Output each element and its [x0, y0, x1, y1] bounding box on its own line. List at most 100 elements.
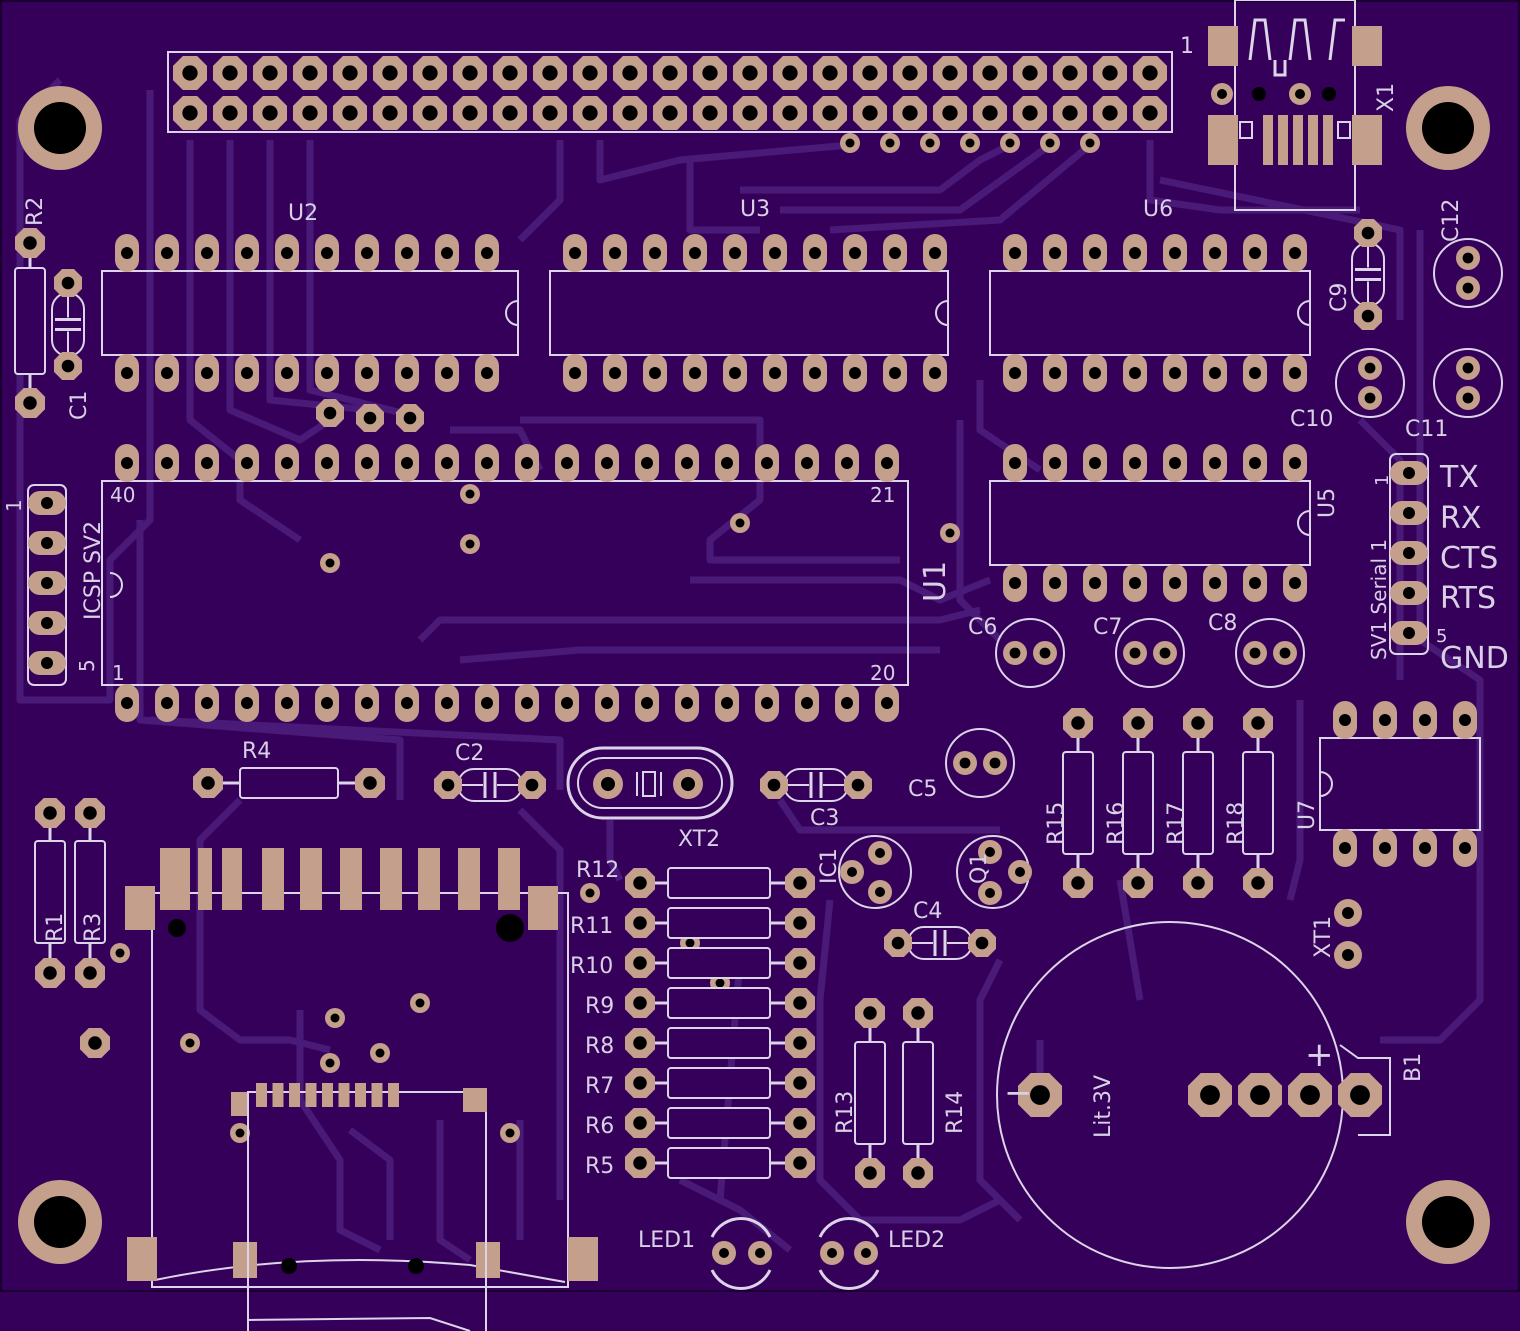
cap-outline	[995, 618, 1065, 688]
label-c7: C7	[1093, 615, 1122, 640]
chip-body	[989, 270, 1311, 356]
sd-contact	[300, 848, 322, 910]
cap-c1	[51, 269, 85, 380]
drill	[1403, 547, 1415, 559]
sd-contact	[380, 848, 402, 910]
drill	[481, 247, 493, 259]
drill	[601, 457, 613, 469]
drill	[945, 528, 955, 538]
battery-holder-b1	[996, 921, 1391, 1269]
drill	[793, 1116, 807, 1130]
drill	[1191, 876, 1205, 890]
drill	[782, 65, 798, 81]
ecap-c8	[1235, 618, 1305, 688]
drill	[281, 247, 293, 259]
label-gnd: GND	[1440, 641, 1509, 676]
label-sv1-pin5: 5	[1436, 626, 1447, 647]
drill	[1030, 1085, 1050, 1105]
resistor-r2	[14, 228, 46, 418]
drill	[1403, 507, 1415, 519]
drill	[525, 778, 539, 792]
label-u2: U2	[288, 201, 318, 226]
drill	[1049, 577, 1061, 589]
microsd-contact	[256, 1083, 267, 1107]
drill	[1462, 252, 1474, 264]
drill	[441, 247, 453, 259]
drill	[761, 457, 773, 469]
resistor-r15	[1062, 708, 1094, 898]
label-r14: R14	[943, 1091, 968, 1134]
resistors	[14, 228, 1274, 1188]
drill	[415, 998, 425, 1008]
drill	[281, 457, 293, 469]
label-r15: R15	[1044, 802, 1069, 845]
label-u7: U7	[1295, 800, 1320, 830]
drill	[121, 697, 133, 709]
drill	[330, 1013, 340, 1023]
drill	[641, 697, 653, 709]
drill	[1459, 714, 1471, 726]
micro-sd-slot	[231, 1083, 487, 1331]
drill	[1403, 587, 1415, 599]
drill	[1419, 714, 1431, 726]
sd-contact	[262, 848, 284, 910]
drill	[41, 577, 53, 589]
chip-notch	[935, 300, 949, 326]
pin-header-2x25	[167, 51, 1173, 153]
drill	[41, 657, 53, 669]
drill	[382, 105, 398, 121]
label-r7: R7	[585, 1074, 614, 1099]
drill	[982, 65, 998, 81]
drill	[1249, 247, 1261, 259]
cap-c4	[884, 926, 996, 960]
label-c12: C12	[1439, 199, 1464, 242]
drill	[1364, 392, 1376, 404]
microsd-contact	[322, 1083, 333, 1107]
resistor-body	[1122, 751, 1154, 855]
led2	[818, 1217, 880, 1290]
drill	[702, 105, 718, 121]
drill	[862, 65, 878, 81]
drill	[363, 776, 377, 790]
drill	[481, 697, 493, 709]
drill	[361, 367, 373, 379]
cap-c2	[434, 768, 546, 802]
drill	[702, 65, 718, 81]
drill	[1419, 842, 1431, 854]
label-xt1: XT1	[1311, 916, 1336, 958]
drill	[889, 247, 901, 259]
drill	[561, 457, 573, 469]
drill	[481, 457, 493, 469]
drill	[401, 457, 413, 469]
label-c6: C6	[968, 615, 997, 640]
microsd-contact	[289, 1083, 300, 1107]
drill	[121, 247, 133, 259]
resistor-body	[667, 1147, 771, 1179]
drill	[633, 876, 647, 890]
drill	[891, 936, 905, 950]
drill	[441, 457, 453, 469]
drill	[61, 276, 75, 290]
silkscreen-labels: 1 X1 U2 U3 U6 R2 C1 C12 C9 C10 C11 40 21…	[2, 34, 1509, 1253]
dip-chips	[101, 234, 1481, 867]
label-r12: R12	[576, 858, 619, 883]
resistor-body	[14, 267, 46, 375]
drill	[793, 1036, 807, 1050]
drill	[925, 138, 935, 148]
resistor-r14	[902, 998, 934, 1188]
chip-u5	[989, 444, 1311, 602]
drill	[729, 247, 741, 259]
drill	[1279, 647, 1291, 659]
drill	[689, 367, 701, 379]
sd-contact	[458, 848, 480, 910]
drill	[721, 457, 733, 469]
label-r10: R10	[570, 954, 613, 979]
drill	[262, 65, 278, 81]
drill	[1249, 457, 1261, 469]
label-tx: TX	[1439, 460, 1479, 495]
ecap-c5	[945, 728, 1015, 798]
drill	[422, 65, 438, 81]
drill	[43, 966, 57, 980]
label-r18: R18	[1224, 802, 1249, 845]
drill	[401, 247, 413, 259]
